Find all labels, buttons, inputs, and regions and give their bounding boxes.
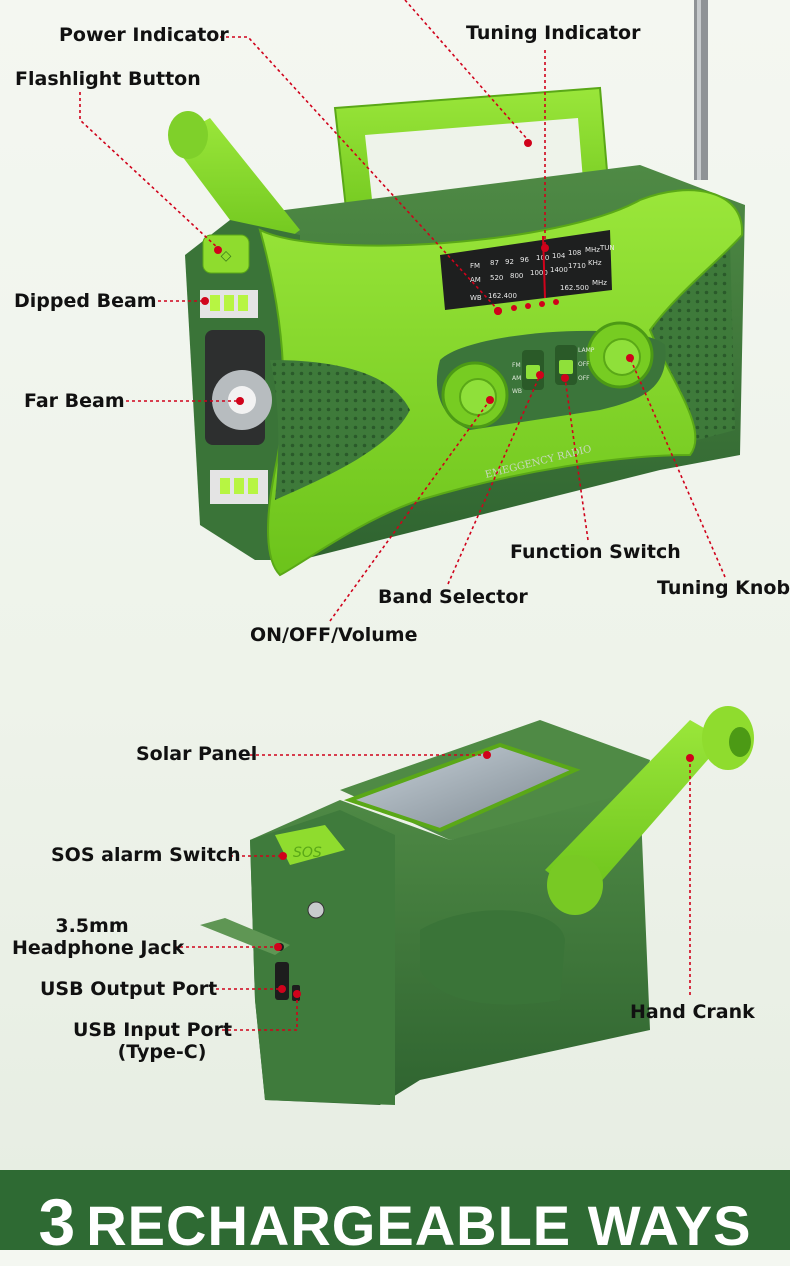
switch-function-off1: OFF: [578, 361, 590, 368]
dial-am-2: 800: [510, 272, 523, 280]
label-sos-alarm-switch: SOS alarm Switch: [51, 844, 241, 866]
solar-panel: [343, 742, 581, 833]
dial-fm-1: 87: [490, 259, 499, 267]
label-tuning-indicator: Tuning Indicator: [466, 22, 641, 44]
label-hand-crank: Hand Crank: [630, 1001, 755, 1023]
label-solar-panel: Solar Panel: [136, 743, 258, 765]
label-dipped-beam: Dipped Beam: [14, 290, 157, 312]
leader-usb-in: [222, 994, 298, 1031]
leader-tuning-knob: [629, 357, 726, 578]
banner-text: RECHARGEABLE WAYS: [86, 1194, 752, 1257]
dial-fm: FM: [470, 262, 480, 270]
tuning-dial: [440, 230, 612, 310]
dial-am-1: 520: [490, 274, 503, 282]
radio-rear-view: SOS: [200, 706, 754, 1105]
svg-text:◇: ◇: [221, 248, 232, 264]
label-usb-output-port: USB Output Port: [40, 978, 218, 1000]
dial-am-5: 1710: [568, 262, 586, 270]
sos-text: SOS: [293, 845, 322, 861]
dial-fm-4: 100: [536, 254, 549, 262]
headphone-cover: [200, 918, 290, 955]
dial-wb-2: 162.500: [560, 284, 589, 292]
label-band-selector: Band Selector: [378, 586, 528, 608]
dial-fm-6: 108: [568, 249, 581, 257]
dial-am-4: 1400: [550, 266, 568, 274]
label-power-indicator: Power Indicator: [59, 24, 229, 46]
dial-wb-1: 162.400: [488, 292, 517, 300]
label-far-beam: Far Beam: [24, 390, 125, 412]
switch-function-lamp: LAMP: [578, 347, 595, 354]
label-headphone-line1: 3.5mm: [55, 915, 129, 937]
switch-function-off2: OFF: [578, 375, 590, 382]
crank-arm[interactable]: [545, 720, 725, 900]
label-on-off-volume: ON/OFF/Volume: [250, 624, 418, 646]
label-usb-input-port: USB Input Port (Type-C): [73, 1019, 233, 1063]
leader-handle: [404, 0, 529, 141]
leader-lines: [79, 0, 726, 1031]
dial-am: AM: [470, 276, 481, 284]
label-usb-input-line1: USB Input Port: [73, 1019, 233, 1041]
label-tuning-knob: Tuning Knob: [657, 577, 790, 599]
radio-front-view: ◇ FM AM WB 87 92 96 100 104 108 M: [168, 0, 745, 577]
switch-band-fm: FM: [512, 362, 521, 369]
switch-band-am: AM: [512, 375, 521, 382]
dial-wb-3: MHz: [592, 279, 607, 287]
tuning-knob[interactable]: [586, 321, 654, 389]
dial-am-3: 1000: [530, 269, 548, 277]
switch-band-wb: WB: [512, 388, 522, 395]
label-headphone-line2: Headphone Jack: [12, 937, 185, 959]
dial-scale: FM AM WB 87 92 96 100 104 108 MHz TUN 52…: [470, 244, 615, 302]
dial-fm-5: 104: [552, 252, 566, 260]
label-usb-input-line2: (Type-C): [117, 1041, 207, 1063]
banner-number: 3: [38, 1185, 77, 1259]
on-off-volume-knob[interactable]: [441, 361, 509, 429]
dial-fm-7: MHz: [585, 246, 600, 254]
label-flashlight-button: Flashlight Button: [15, 68, 201, 90]
dial-wb: WB: [470, 294, 482, 302]
crank-arm-top: [170, 118, 300, 260]
label-headphone-jack: 3.5mm Headphone Jack: [12, 915, 185, 959]
leader-band: [447, 374, 541, 585]
left-speaker: [270, 360, 410, 500]
dial-am-6: KHz: [588, 259, 602, 267]
dial-fm-8: TUN: [599, 244, 615, 252]
sos-alarm-switch[interactable]: [275, 825, 345, 865]
dial-fm-2: 92: [505, 258, 514, 266]
label-function-switch: Function Switch: [510, 541, 681, 563]
dial-fm-3: 96: [520, 256, 529, 264]
leader-dots: [201, 139, 694, 998]
usb-output-port: [275, 962, 289, 1000]
